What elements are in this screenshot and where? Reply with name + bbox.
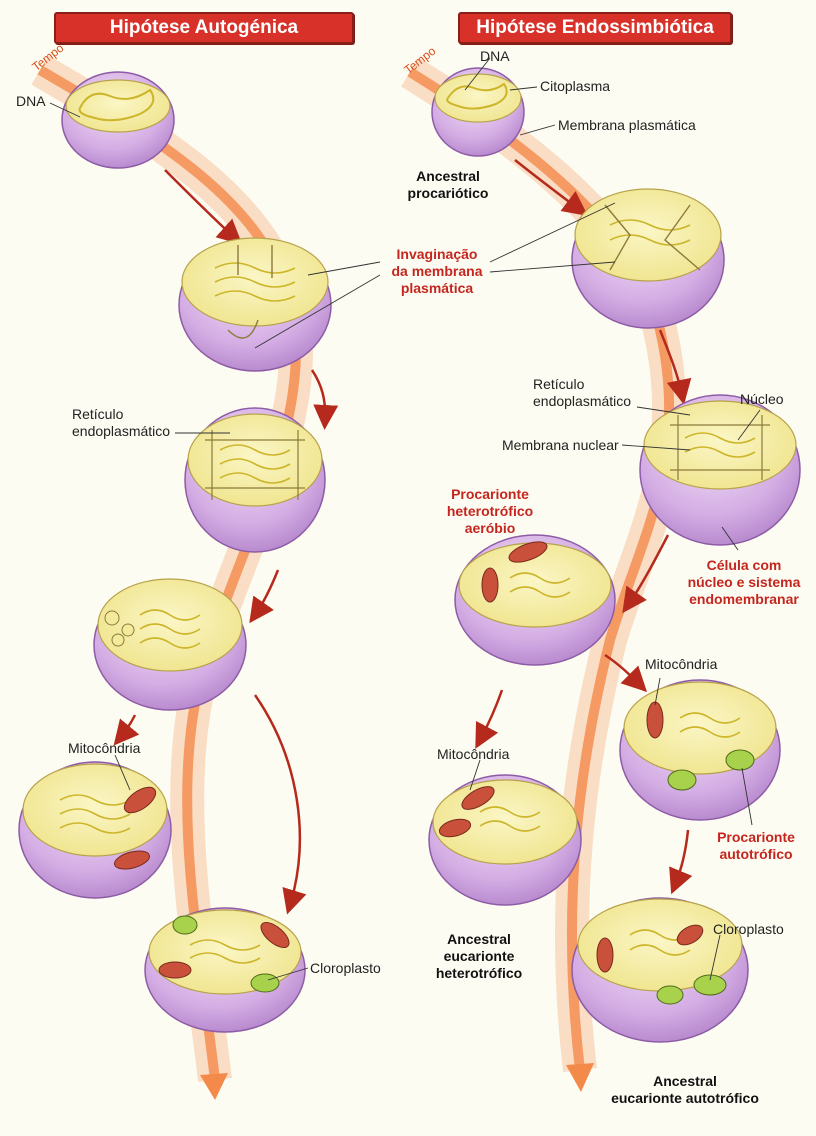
cell-right-hetero <box>428 774 582 906</box>
process-arrows <box>113 159 693 915</box>
cell-right-nucleus <box>639 394 801 546</box>
label-invaginacao-line3: plasmática <box>400 280 474 296</box>
cell-right-endosymbiosis <box>454 534 616 666</box>
label-celula-nucleo-line2: núcleo e sistema <box>687 574 801 590</box>
label-nucleo: Núcleo <box>740 391 784 407</box>
label-membrana-plasmatica: Membrana plasmática <box>558 117 696 133</box>
label-euc-auto-line1: Ancestral <box>653 1073 717 1089</box>
title-right: Hipótese Endossimbiótica <box>458 12 732 44</box>
label-ancestral-procariotico: Ancestral procariótico <box>396 168 500 202</box>
label-proc-auto-line2: autotrófico <box>719 846 793 862</box>
cell-right-ancestral <box>431 67 525 157</box>
label-reticulo-left-line1: Retículo <box>72 406 124 422</box>
label-procarionte-autotrofico: Procarionte autotrófico <box>706 829 806 863</box>
cell-right-auto-engulf <box>619 679 781 821</box>
label-reticulo-right: Retículo endoplasmático <box>533 376 631 410</box>
cell-right-autotroph <box>571 897 749 1043</box>
label-proc-hetero-line3: aeróbio <box>464 520 516 536</box>
cell-left-vesicles <box>93 578 247 711</box>
label-ancestral-eucarionte-heterotrofico: Ancestral eucarionte heterotrófico <box>424 931 534 982</box>
label-euc-auto-line2: eucarionte autotrófico <box>611 1090 759 1106</box>
leader-lines <box>49 57 761 981</box>
label-dna-right: DNA <box>480 48 510 64</box>
label-reticulo-left: Retículo endoplasmático <box>72 406 170 440</box>
cell-left-ancestral <box>61 71 175 169</box>
label-celula-com-nucleo: Célula com núcleo e sistema endomembrana… <box>672 557 816 608</box>
label-proc-hetero-line2: heterotrófico <box>446 503 534 519</box>
label-celula-nucleo-line3: endomembranar <box>689 591 799 607</box>
label-proc-auto-line1: Procarionte <box>717 829 795 845</box>
cell-left-mitochondria <box>18 761 172 899</box>
label-ancestral-eucarionte-autotrofico: Ancestral eucarionte autotrófico <box>600 1073 770 1107</box>
label-cloroplasto-right: Cloroplasto <box>713 921 784 937</box>
cell-left-er <box>184 407 326 553</box>
label-mitocondria-left: Mitocôndria <box>68 740 141 756</box>
label-invaginacao-line2: da membrana <box>391 263 483 279</box>
cell-left-chloroplast <box>144 907 306 1033</box>
label-reticulo-right-line1: Retículo <box>533 376 585 392</box>
label-mitocondria-mid: Mitocôndria <box>437 746 510 762</box>
label-euc-hetero-line3: heterotrófico <box>435 965 523 981</box>
label-cloroplasto-left: Cloroplasto <box>310 960 381 976</box>
label-invaginacao-line1: Invaginação <box>396 246 478 262</box>
label-euc-hetero-line1: Ancestral <box>447 931 511 947</box>
label-ancestral-procariotico-line2: procariótico <box>407 185 489 201</box>
label-celula-nucleo-line1: Célula com <box>706 557 782 573</box>
cell-right-invagination <box>571 188 725 329</box>
label-reticulo-left-line2: endoplasmático <box>72 423 171 439</box>
label-ancestral-procariotico-line1: Ancestral <box>416 168 480 184</box>
label-euc-hetero-line2: eucarionte <box>443 948 515 964</box>
label-dna-left: DNA <box>16 93 46 109</box>
label-membrana-nuclear: Membrana nuclear <box>502 437 619 453</box>
title-left: Hipótese Autogénica <box>54 12 354 44</box>
label-citoplasma: Citoplasma <box>540 78 611 94</box>
label-invaginacao: Invaginação da membrana plasmática <box>378 246 496 297</box>
label-procarionte-heterotrofico: Procarionte heterotrófico aeróbio <box>433 486 547 537</box>
cell-left-invagination <box>178 237 332 372</box>
label-proc-hetero-line1: Procarionte <box>451 486 529 502</box>
label-reticulo-right-line2: endoplasmático <box>533 393 632 409</box>
label-mitocondria-right: Mitocôndria <box>645 656 718 672</box>
